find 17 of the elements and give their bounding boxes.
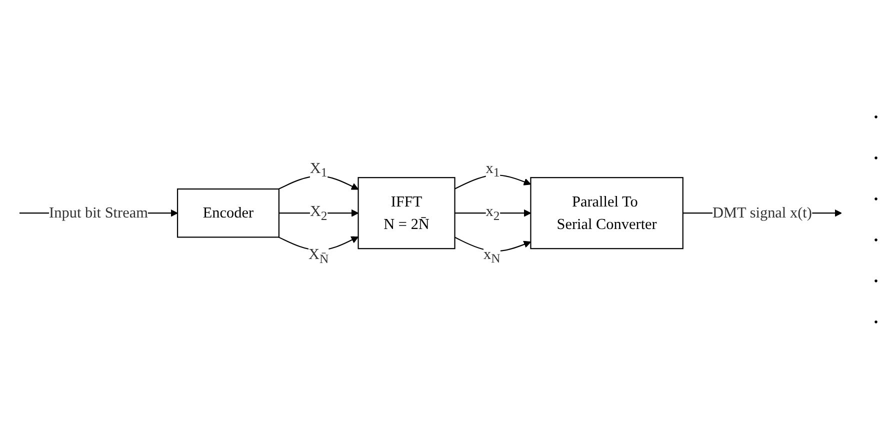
edge-label: x$_{2}$ [486,202,500,224]
ellipsis-dot: . [873,302,879,330]
ellipsis-dot: . [873,138,879,166]
node-box: IFFT N = 2N̄ [358,177,456,250]
edge-label: DMT signal x(t) [712,204,812,222]
edge-label: X$_{1}$ [310,160,328,181]
node-box: Parallel To Serial Converter [530,177,684,250]
node-box: Encoder [176,188,280,238]
edge-label: Input bit Stream [49,204,148,222]
edge-label: x$_{1}$ [486,160,500,180]
edge-label: X$_{N̄}$ [308,246,329,267]
ellipsis-dot: . [873,98,879,124]
edge-label: x$_{N}$ [484,246,500,266]
edge-label: X$_{2}$ [310,202,328,224]
ellipsis-dot: . [873,180,879,206]
ellipsis-dot: . [873,262,879,288]
ellipsis-dot: . [873,220,879,248]
